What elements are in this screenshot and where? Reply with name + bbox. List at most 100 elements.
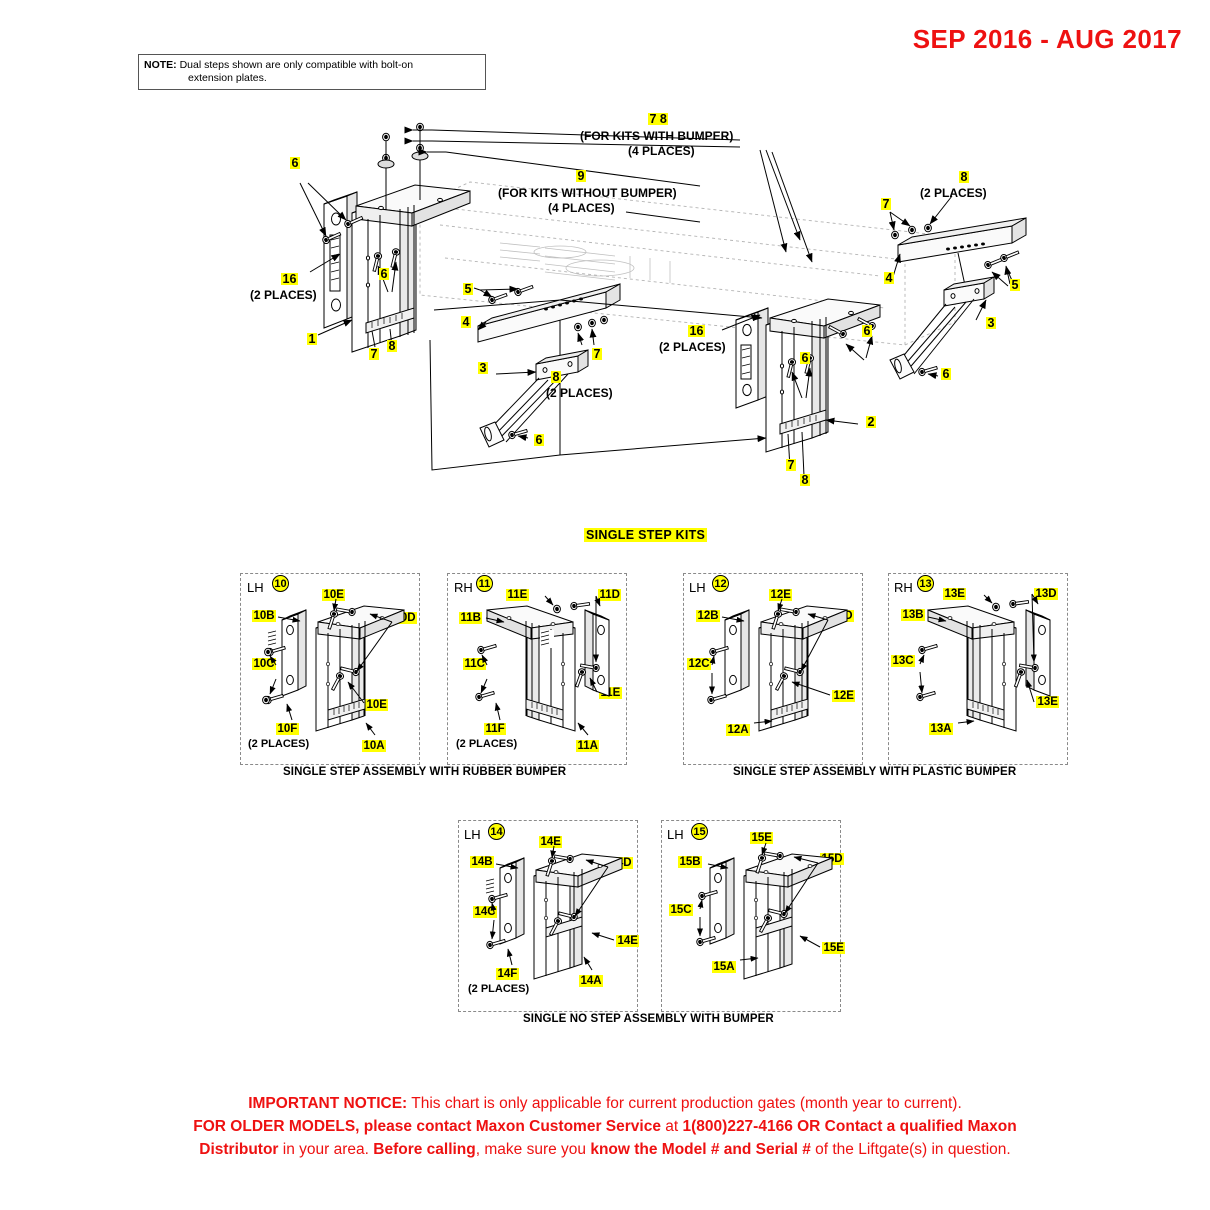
callout-16-right: 16 xyxy=(688,324,705,338)
kit-box-14 xyxy=(458,820,638,1012)
callout-2: 2 xyxy=(866,415,876,429)
kit-box-12 xyxy=(683,573,863,765)
two-places-8-mid: (2 PLACES) xyxy=(546,386,613,400)
label-12C: 12C xyxy=(687,658,712,670)
notice-line-2: FOR OLDER MODELS, please contact Maxon C… xyxy=(193,1118,1017,1135)
label-13A: 13A xyxy=(929,723,954,735)
callout-6-left-interior: 6 xyxy=(379,267,389,281)
label-10F: 10F xyxy=(276,723,299,735)
note-label: NOTE: xyxy=(144,59,177,71)
callout-6-upper-left: 6 xyxy=(290,156,300,170)
label-13C: 13C xyxy=(891,655,916,667)
kit-12-hand: LH xyxy=(689,580,706,595)
callout-16-left: 16 xyxy=(281,272,298,286)
callout-8-left: 8 xyxy=(387,339,397,353)
label-12E-top: 12E xyxy=(769,589,793,601)
callout-7-mid: 7 xyxy=(592,347,602,361)
callout-8-right-tube: 8 xyxy=(959,170,969,184)
two-places-10F: (2 PLACES) xyxy=(248,738,310,750)
kit-box-11 xyxy=(447,573,627,765)
callout-1: 1 xyxy=(307,332,317,346)
callout-6-mid: 6 xyxy=(534,433,544,447)
group-caption-no-step: SINGLE NO STEP ASSEMBLY WITH BUMPER xyxy=(523,1013,774,1025)
label-11E-top: 11E xyxy=(506,589,529,601)
callout-9: 9 xyxy=(576,169,586,183)
single-step-kits-title: SINGLE STEP KITS xyxy=(584,528,708,542)
two-places-8-right: (2 PLACES) xyxy=(920,186,987,200)
label-11B: 11B xyxy=(459,612,483,624)
note-line1: Dual steps shown are only compatible wit… xyxy=(179,59,414,71)
label-15E-mid: 15E xyxy=(822,942,846,954)
kit-11-hand: RH xyxy=(454,580,473,595)
kit-box-15 xyxy=(661,820,841,1012)
label-15E-top: 15E xyxy=(750,832,774,844)
label-11F: 11F xyxy=(484,723,507,735)
for-kits-with-bumper-line2: (4 PLACES) xyxy=(628,144,695,158)
for-kits-with-bumper-line1: (FOR KITS WITH BUMPER) xyxy=(580,129,734,143)
callout-6-right-foot: 6 xyxy=(941,367,951,381)
label-14A: 14A xyxy=(579,975,604,987)
two-places-16-right: (2 PLACES) xyxy=(659,340,726,354)
label-11A: 11A xyxy=(576,740,600,752)
label-13D: 13D xyxy=(1034,588,1059,600)
kit-14-hand: LH xyxy=(464,827,481,842)
label-15B: 15B xyxy=(678,856,703,868)
kit-15-hand: LH xyxy=(667,827,684,842)
label-10B: 10B xyxy=(252,610,277,622)
group-caption-rubber-bumper: SINGLE STEP ASSEMBLY WITH RUBBER BUMPER xyxy=(283,766,567,778)
for-kits-without-bumper-line2: (4 PLACES) xyxy=(548,201,615,215)
note-box: NOTE: Dual steps shown are only compatib… xyxy=(138,54,486,90)
label-10A: 10A xyxy=(362,740,387,752)
kit-14-number: 14 xyxy=(488,823,505,840)
callout-6-right-outer: 6 xyxy=(862,324,872,338)
for-kits-without-bumper-line1: (FOR KITS WITHOUT BUMPER) xyxy=(498,186,677,200)
label-13B: 13B xyxy=(901,609,926,621)
kit-box-13 xyxy=(888,573,1068,765)
label-10E-top: 10E xyxy=(322,589,346,601)
kit-10-number: 10 xyxy=(272,575,289,592)
label-14E-mid: 14E xyxy=(616,935,640,947)
callout-7-right-tube: 7 xyxy=(881,197,891,211)
callout-3-right: 3 xyxy=(986,316,996,330)
label-12A: 12A xyxy=(726,724,751,736)
two-places-16-left: (2 PLACES) xyxy=(250,288,317,302)
callout-4-mid: 4 xyxy=(461,315,471,329)
important-notice: IMPORTANT NOTICE: This chart is only app… xyxy=(0,1092,1210,1161)
kit-15-number: 15 xyxy=(691,823,708,840)
kit-12-number: 12 xyxy=(712,575,729,592)
label-12E-mid: 12E xyxy=(832,690,856,702)
label-13E-mid: 13E xyxy=(1036,696,1060,708)
callout-3-mid: 3 xyxy=(478,361,488,375)
callout-7-bumper-group: 7 8 xyxy=(648,112,669,126)
callout-7-right: 7 xyxy=(786,458,796,472)
kit-11-number: 11 xyxy=(476,575,493,592)
kit-10-hand: LH xyxy=(247,580,264,595)
label-15A: 15A xyxy=(712,961,737,973)
callout-8-mid: 8 xyxy=(551,370,561,384)
callout-4-right: 4 xyxy=(884,271,894,285)
label-14B: 14B xyxy=(470,856,495,868)
label-10E-mid: 10E xyxy=(365,699,389,711)
label-12B: 12B xyxy=(696,610,721,622)
label-15C: 15C xyxy=(669,904,694,916)
callout-6-right-interior: 6 xyxy=(800,351,810,365)
kit-box-10 xyxy=(240,573,420,765)
note-line2: extension plates. xyxy=(188,72,267,84)
notice-line-3: Distributor in your area. Before calling… xyxy=(199,1141,1011,1158)
notice-line-1: IMPORTANT NOTICE: This chart is only app… xyxy=(248,1095,962,1112)
label-14F: 14F xyxy=(496,968,519,980)
callout-5-mid: 5 xyxy=(463,282,473,296)
callout-5-right: 5 xyxy=(1010,278,1020,292)
callout-8-right: 8 xyxy=(800,473,810,487)
two-places-14F: (2 PLACES) xyxy=(468,983,530,995)
kit-13-number: 13 xyxy=(917,575,934,592)
label-11D: 11D xyxy=(598,589,622,601)
date-range-title: SEP 2016 - AUG 2017 xyxy=(912,24,1182,54)
callout-7-left: 7 xyxy=(369,347,379,361)
label-14E-top: 14E xyxy=(539,836,563,848)
label-13E-top: 13E xyxy=(943,588,967,600)
group-caption-plastic-bumper: SINGLE STEP ASSEMBLY WITH PLASTIC BUMPER xyxy=(733,766,1017,778)
label-11C: 11C xyxy=(463,658,487,670)
